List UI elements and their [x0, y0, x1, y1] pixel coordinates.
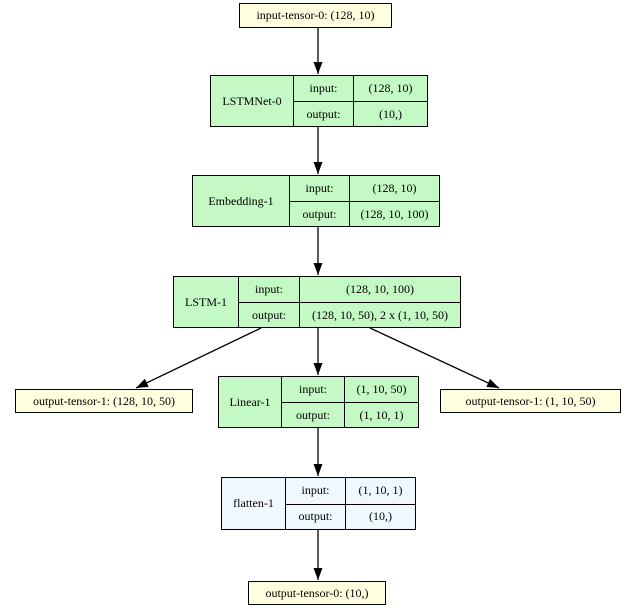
- node-linear-1: Linear-1 input: (1, 10, 50) output: (1, …: [218, 376, 419, 428]
- output-shape-cell: (128, 10, 50), 2 x (1, 10, 50): [300, 302, 460, 327]
- node-input-tensor-0: input-tensor-0: (128, 10): [239, 3, 392, 28]
- output-shape-cell: (128, 10, 100): [350, 201, 439, 226]
- node-label: output-tensor-1: (1, 10, 50): [465, 393, 596, 408]
- output-shape-cell: (1, 10, 1): [345, 402, 418, 427]
- input-shape-cell: (128, 10, 100): [346, 282, 414, 296]
- input-label-cell: input:: [290, 176, 350, 201]
- node-label: output-tensor-1: (128, 10, 50): [32, 393, 176, 408]
- node-lstmnet-0: LSTMNet-0 input: (128, 10) output: (10,): [210, 75, 428, 127]
- node-output-tensor-1-right: output-tensor-1: (1, 10, 50): [440, 389, 621, 413]
- input-shape-cell: (1, 10, 50): [356, 382, 407, 396]
- output-label-cell: output:: [290, 201, 350, 226]
- output-label-cell: output:: [239, 302, 300, 327]
- node-output-tensor-1-left: output-tensor-1: (128, 10, 50): [15, 389, 193, 413]
- input-label-cell: input:: [294, 76, 354, 101]
- module-name-cell: LSTM-1: [174, 277, 239, 327]
- output-label-cell: output:: [294, 101, 354, 126]
- output-label-cell: output:: [286, 503, 346, 529]
- output-label-cell: output:: [282, 402, 345, 427]
- function-name-cell: flatten-1: [222, 478, 286, 529]
- module-name-cell: LSTMNet-0: [211, 76, 294, 126]
- input-label-cell: input:: [282, 377, 345, 402]
- input-label-cell: input:: [239, 277, 300, 302]
- node-embedding-1: Embedding-1 input: (128, 10) output: (12…: [192, 175, 440, 227]
- input-shape-cell: (128, 10): [368, 81, 413, 95]
- node-output-tensor-0: output-tensor-0: (10,): [248, 581, 386, 605]
- input-shape-cell: (1, 10, 1): [358, 483, 403, 498]
- input-label-cell: input:: [286, 478, 346, 504]
- node-flatten-1: flatten-1 input: (1, 10, 1) output: (10,…: [221, 477, 416, 530]
- module-name-cell: Embedding-1: [193, 176, 290, 226]
- node-label: input-tensor-0: (128, 10): [256, 8, 375, 22]
- output-shape-cell: (10,): [346, 503, 415, 530]
- node-label: output-tensor-0: (10,): [265, 585, 369, 600]
- output-shape-cell: (10,): [354, 101, 427, 126]
- module-name-cell: Linear-1: [219, 377, 282, 427]
- node-lstm-1: LSTM-1 input: (128, 10, 100) output: (12…: [173, 276, 461, 328]
- input-shape-cell: (128, 10): [372, 181, 417, 195]
